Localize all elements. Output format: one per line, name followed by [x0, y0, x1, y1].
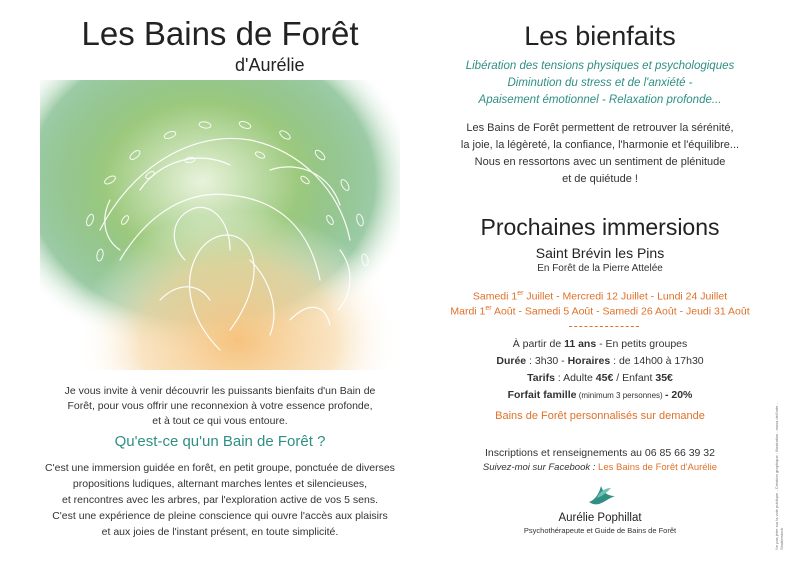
- forfait-note: (minimum 3 personnes): [576, 391, 665, 400]
- custom-offer: Bains de Forêt personnalisés sur demande: [495, 410, 705, 422]
- dates-line-1: Samedi 1er Juillet - Mercredi 12 Juillet…: [410, 286, 790, 305]
- forfait-line: Forfait famille (minimum 3 personnes) - …: [420, 387, 780, 404]
- immersions-title: Prochaines immersions: [480, 214, 720, 240]
- benefit-line-1: Libération des tensions physiques et psy…: [465, 60, 735, 72]
- dates-2-sup: er: [485, 305, 492, 312]
- dates-1-rest: Juillet - Mercredi 12 Juillet - Lundi 24…: [523, 290, 728, 303]
- desc-line-1: C'est une immersion guidée en forêt, en …: [45, 462, 395, 474]
- horaires-value: : de 14h00 à 17h30: [610, 355, 704, 367]
- intro-line-2: Forêt, pour vous offrir une reconnexion …: [67, 400, 373, 412]
- benefit-line-3: Apaisement émotionnel - Relaxation profo…: [478, 94, 722, 106]
- age-value: 11 ans: [564, 338, 597, 350]
- dates-1-prefix: Samedi 1: [472, 290, 518, 303]
- enfant-price: 35€: [655, 372, 673, 384]
- age-prefix: À partir de: [512, 338, 565, 350]
- intro-line-1: Je vous invite à venir découvrir les pui…: [64, 385, 376, 397]
- divider: [569, 326, 639, 327]
- bird-logo-icon: [589, 486, 615, 505]
- age-line: À partir de 11 ans - En petits groupes: [420, 336, 780, 353]
- tarifs-label: Tarifs: [527, 372, 555, 384]
- benefit-line-2: Diminution du stress et de l'anxiété -: [507, 77, 693, 89]
- forfait-label: Forfait famille: [507, 389, 577, 401]
- facebook-line: Suivez-moi sur Facebook : Les Bains de F…: [420, 461, 780, 475]
- legal-side-note: Ne pas jeter sur la voie publique - Créa…: [774, 403, 784, 550]
- sublocation: En Forêt de la Pierre Attelée: [537, 263, 663, 274]
- tree-woman-illustration: [40, 80, 400, 370]
- question-heading: Qu'est-ce qu'un Bain de Forêt ?: [114, 433, 326, 450]
- body-line-3: Nous en ressortons avec un sentiment de …: [474, 156, 726, 168]
- horaires-label: Horaires: [567, 355, 611, 367]
- page-title: Les Bains de Forêt: [81, 15, 359, 52]
- dates-1-sup: er: [517, 290, 524, 297]
- desc-line-2: propositions ludiques, alternant marches…: [72, 478, 368, 490]
- duration-line: Durée : 3h30 - Horaires : de 14h00 à 17h…: [420, 353, 780, 370]
- tarifs-line: Tarifs : Adulte 45€ / Enfant 35€: [420, 370, 780, 387]
- tarifs-sep: / Enfant: [613, 372, 656, 384]
- duree-value: : 3h30 -: [526, 355, 568, 367]
- author-role: Psychothérapeute et Guide de Bains de Fo…: [523, 526, 677, 535]
- dates-line-2: Mardi 1er Août - Samedi 5 Août - Samedi …: [410, 301, 790, 320]
- author-name: Aurélie Pophillat: [558, 512, 642, 524]
- desc-line-4: C'est une expérience de pleine conscienc…: [52, 510, 388, 522]
- desc-line-3: et rencontres avec les arbres, par l'exp…: [62, 494, 378, 506]
- forfait-value: - 20%: [664, 389, 693, 401]
- tarifs-adulte: : Adulte: [554, 372, 596, 384]
- body-line-2: la joie, la légèreté, la confiance, l'ha…: [460, 139, 740, 151]
- facebook-link[interactable]: Les Bains de Forêt d'Aurélie: [598, 462, 718, 473]
- dates-2-rest: Août - Samedi 5 Août - Samedi 26 Août - …: [491, 305, 750, 318]
- duree-label: Durée: [496, 355, 527, 367]
- desc-line-5: et aux joies de l'instant présent, en to…: [101, 526, 339, 538]
- age-suffix: - En petits groupes: [596, 338, 688, 350]
- adulte-price: 45€: [595, 372, 614, 384]
- facebook-label: Suivez-moi sur Facebook :: [482, 462, 599, 473]
- body-line-4: et de quiétude !: [562, 173, 638, 185]
- location: Saint Brévin les Pins: [535, 245, 665, 261]
- dates-2-prefix: Mardi 1: [450, 305, 486, 318]
- page-subtitle: d'Aurélie: [235, 55, 305, 75]
- bienfaits-title: Les bienfaits: [524, 21, 676, 51]
- body-line-1: Les Bains de Forêt permettent de retrouv…: [466, 122, 734, 134]
- intro-line-3: et à tout ce qui vous entoure.: [152, 415, 288, 427]
- contact-line: Inscriptions et renseignements au 06 85 …: [485, 447, 715, 459]
